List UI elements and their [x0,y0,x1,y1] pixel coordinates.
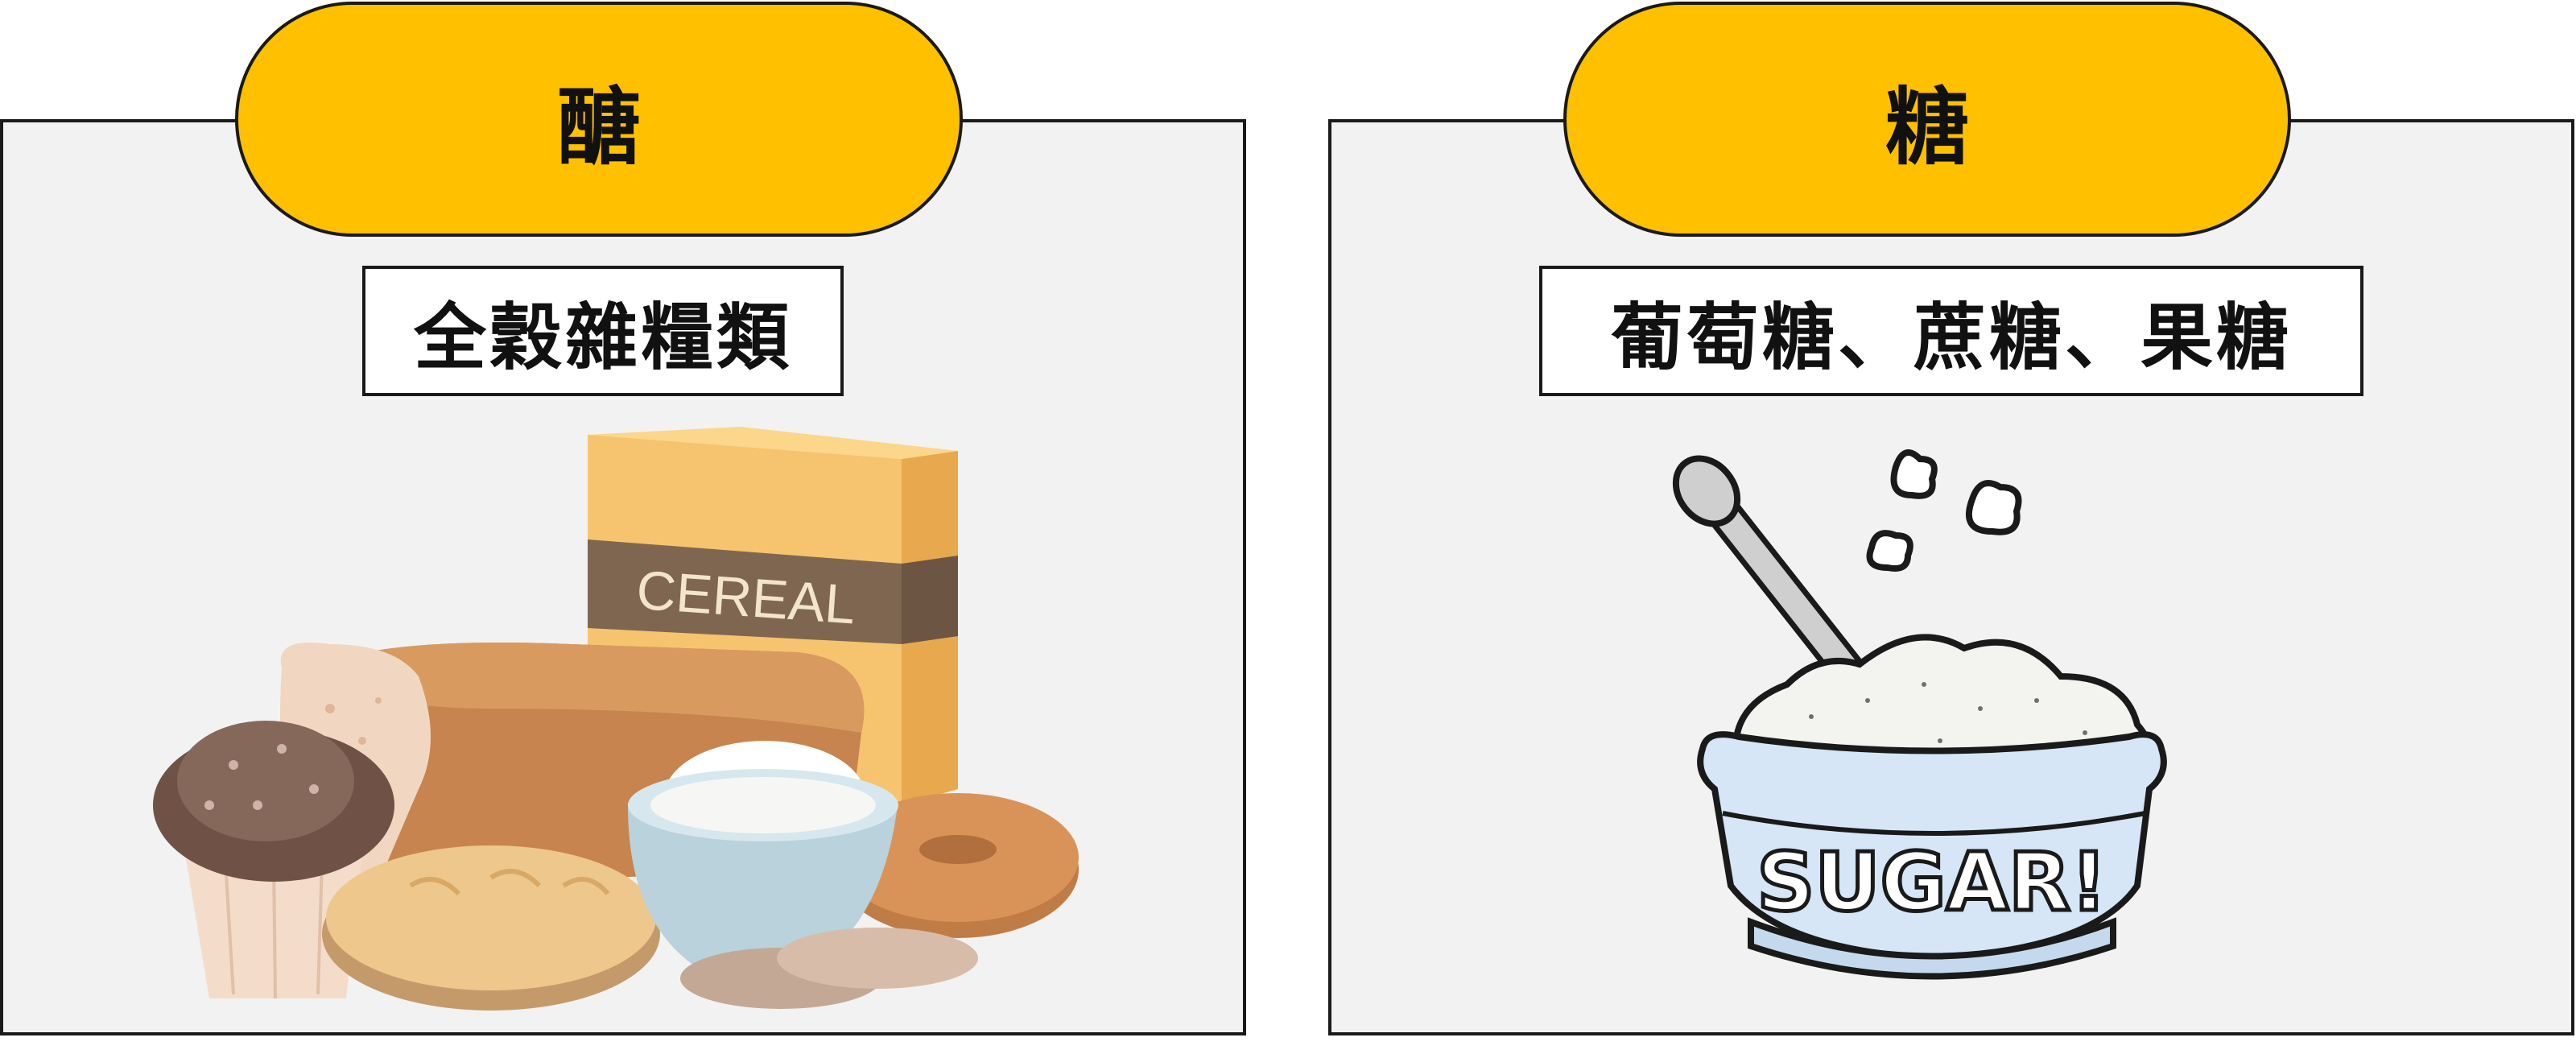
muffin-icon [153,721,394,999]
sugar-bowl-illustration: SUGAR! [1672,449,2167,980]
left-title-pill: 醣 [235,2,963,237]
right-title-pill: 糖 [1563,2,2291,237]
left-subtitle-box: 全穀雜糧類 [362,266,844,396]
left-subtitle: 全穀雜糧類 [414,296,792,380]
right-title: 糖 [1885,77,1969,176]
bowl-label: SUGAR! [1757,835,2107,929]
flour-bowl-icon [628,741,898,990]
baguette-icon [322,845,660,1011]
right-subtitle-box: 葡萄糖、蔗糖、果糖 [1539,266,2363,396]
bagel-icon [837,793,1079,938]
left-title: 醣 [556,77,641,176]
grains-illustration: CEREAL [153,427,1079,1011]
sugar-bowl-icon: SUGAR! [1697,731,2167,980]
right-subtitle: 葡萄糖、蔗糖、果糖 [1611,296,2292,380]
steam-icon [1866,449,2022,572]
cereal-box-label: CEREAL [634,560,857,636]
crackers-icon [680,928,978,1009]
